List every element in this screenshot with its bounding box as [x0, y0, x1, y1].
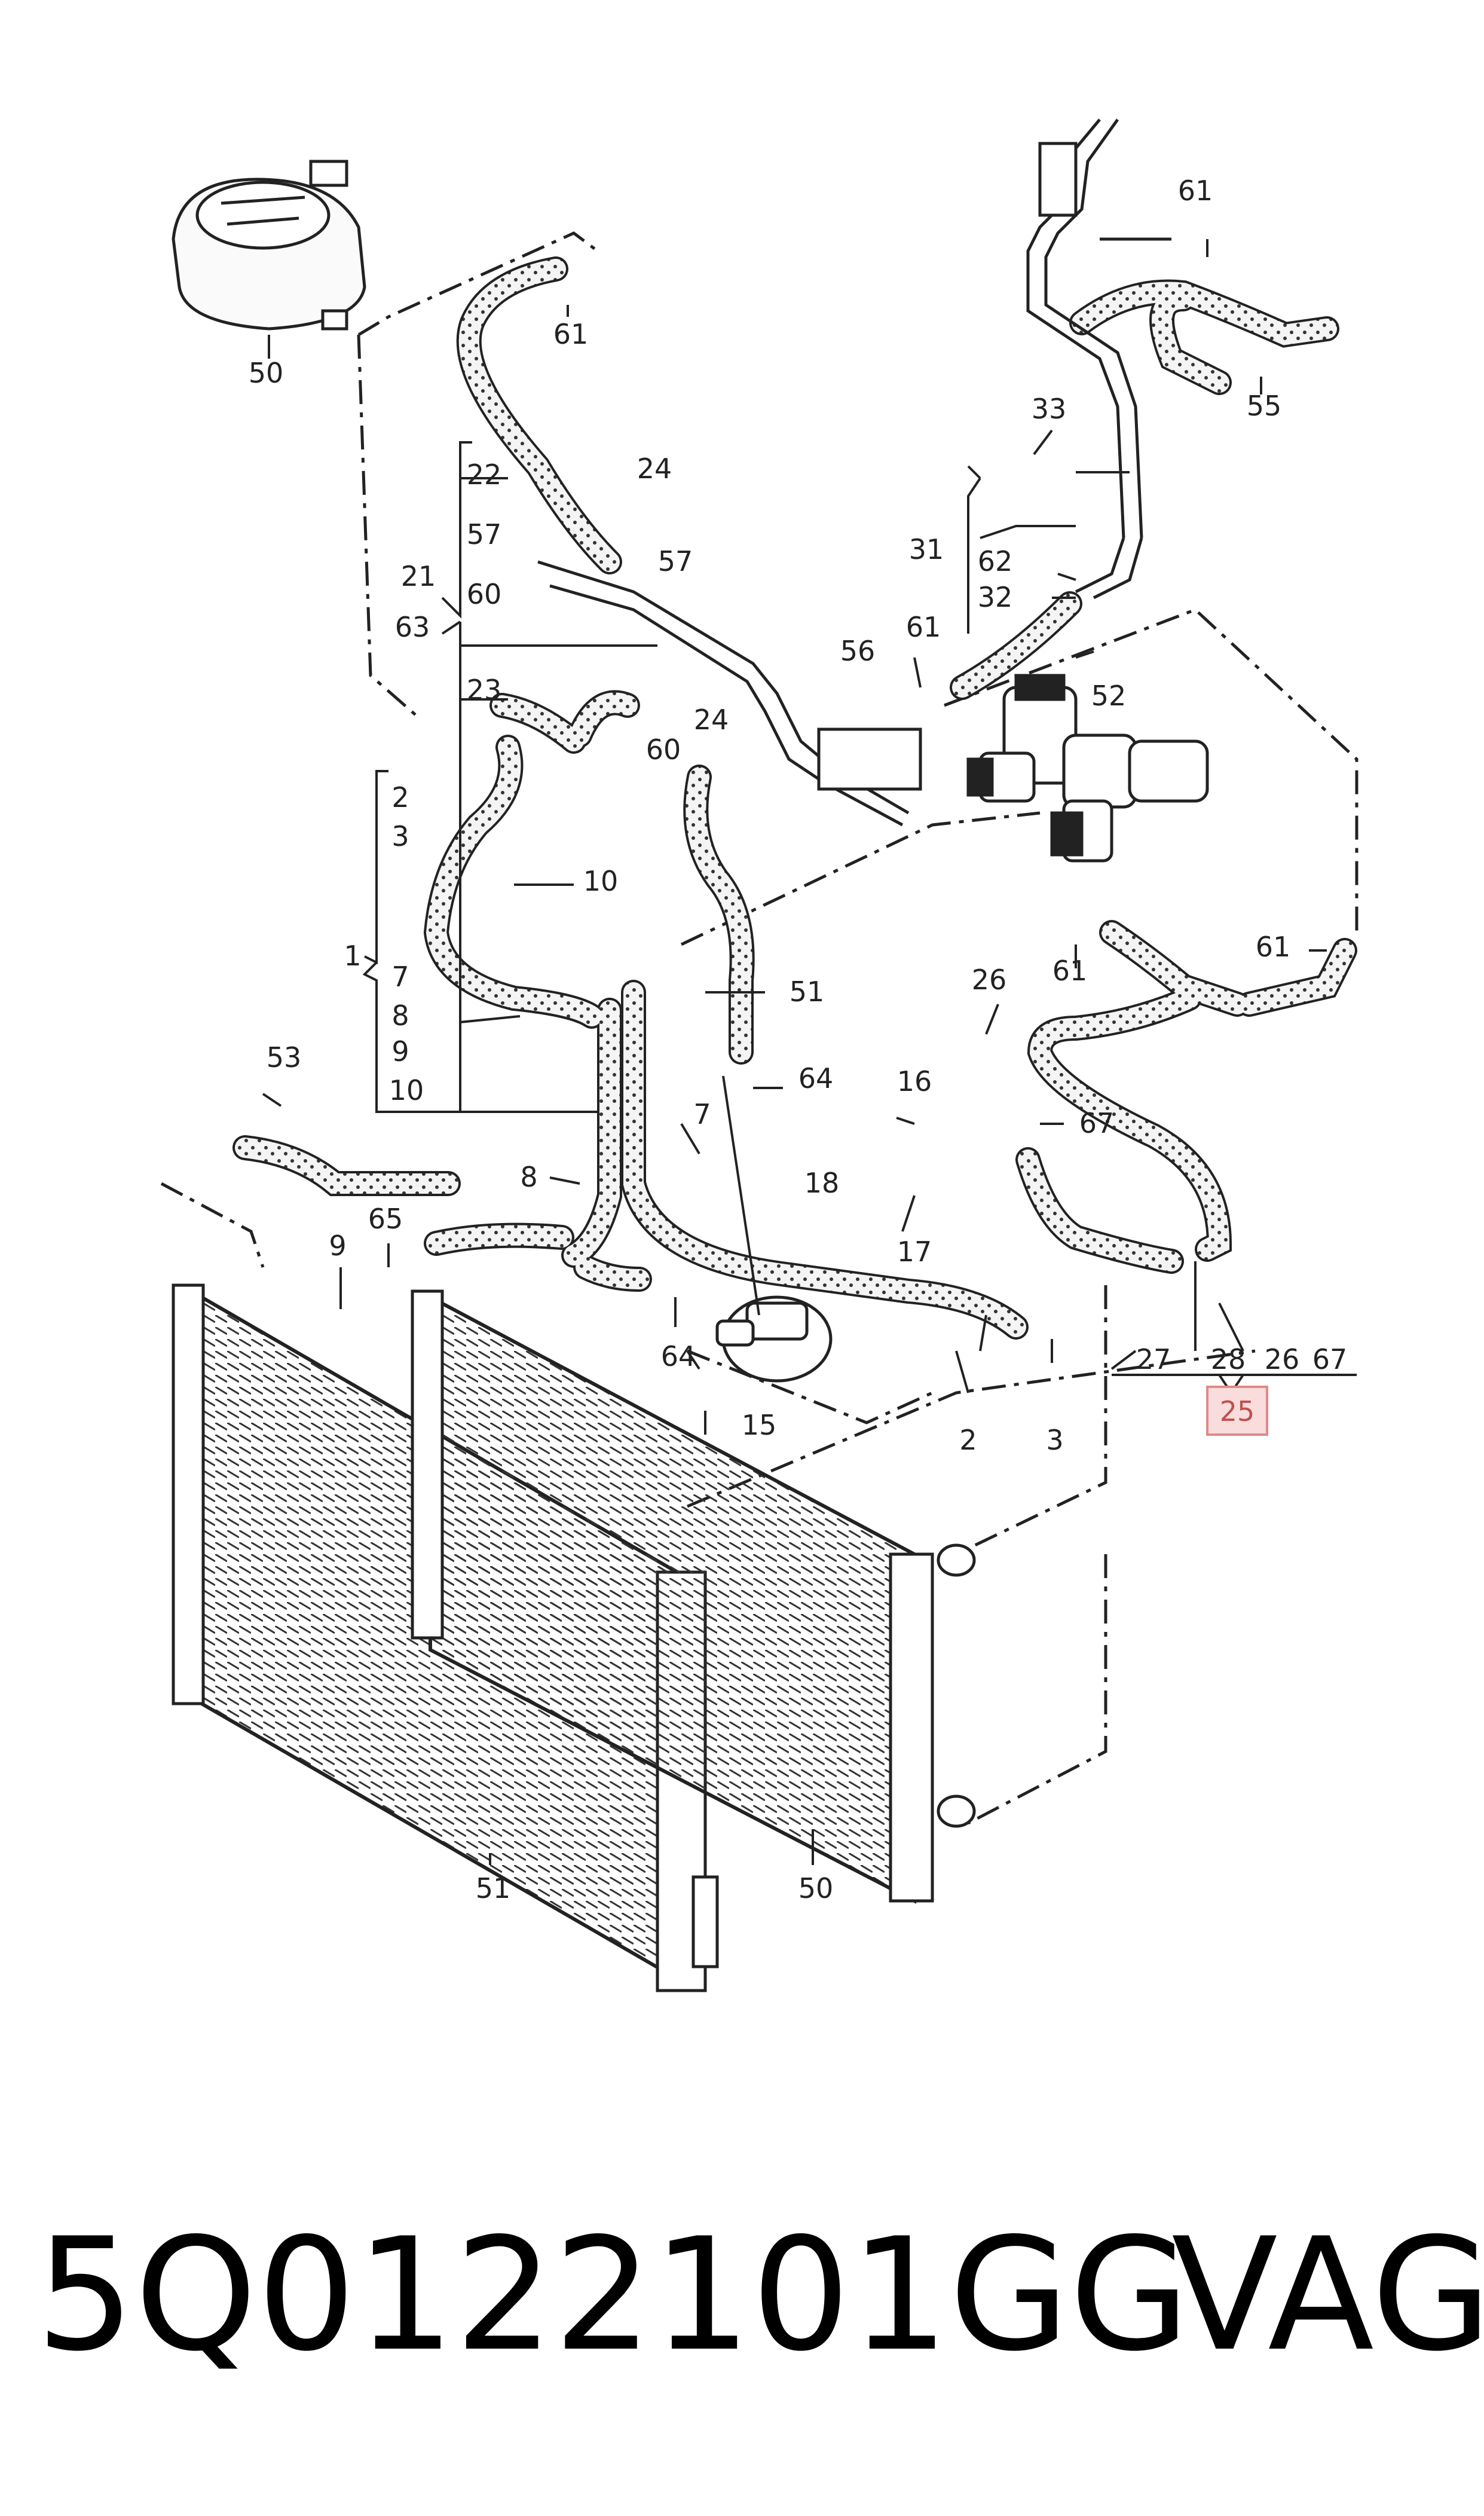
- callout-10-b: 10: [389, 1074, 424, 1106]
- callout-2-b: 2: [959, 1424, 977, 1456]
- callout-1: 1: [344, 940, 361, 972]
- callout-56: 55: [1247, 390, 1282, 422]
- callout-18: 18: [804, 1167, 840, 1199]
- callout-7-b: 7: [693, 1098, 711, 1130]
- expansion-tank: [172, 160, 366, 331]
- callout-16: 16: [897, 1065, 932, 1097]
- part-number: 5Q0122101GG: [36, 2205, 1190, 2386]
- callout-62-b: 61: [1052, 955, 1088, 987]
- callout-2-a: 2: [391, 781, 409, 814]
- callout-8-b: 8: [520, 1161, 537, 1193]
- highlight-box-25: [1206, 1386, 1268, 1436]
- callout-50: 50: [798, 1872, 834, 1904]
- callout-25: 25: [1220, 1395, 1255, 1427]
- callout-3-a: 3: [391, 820, 409, 852]
- radiator-rear: [411, 1289, 976, 1904]
- thermostat-housing: [966, 674, 1209, 863]
- callout-52: 50: [249, 357, 284, 389]
- callout-65-b: 64: [661, 1340, 696, 1372]
- callout-7-a: 7: [391, 961, 409, 993]
- callout-61: 60: [646, 733, 681, 766]
- callout-10-a: 10: [583, 865, 619, 897]
- callout-62-a: 61: [553, 318, 589, 350]
- callout-62-e: 61: [1178, 175, 1213, 207]
- callout-55: 53: [267, 1041, 302, 1074]
- callout-9-b: 9: [329, 1230, 346, 1262]
- callout-63: 62: [978, 545, 1013, 577]
- coolant-system-diagram: 50 61 22 24 57 21 63 23 60 24 2 3 10 1 7…: [160, 118, 1358, 1992]
- callout-61-b: 60: [467, 578, 502, 610]
- callout-9-a: 9: [391, 1035, 409, 1068]
- callout-labels: 50 61 22 24 57 21 63 23 60 24 2 3 10 1 7…: [249, 175, 1348, 1904]
- callout-22: 22: [467, 458, 502, 491]
- callout-54: 52: [1091, 680, 1127, 712]
- callout-51: 51: [476, 1872, 511, 1904]
- part-caption: 5Q0122101GG VAG: [36, 2205, 1484, 2386]
- callout-26-b: 26: [1265, 1343, 1300, 1375]
- callout-66: 65: [368, 1203, 403, 1235]
- callout-62-c: 61: [1256, 931, 1291, 963]
- callout-28: 28: [1211, 1343, 1246, 1375]
- callout-67-a: 67: [1079, 1107, 1115, 1139]
- callout-31: 31: [909, 533, 944, 565]
- callout-15: 15: [742, 1409, 777, 1441]
- callout-60: 57: [658, 545, 693, 577]
- callout-17: 17: [897, 1236, 932, 1268]
- callout-64: 63: [395, 611, 430, 643]
- auxiliary-water-pump: [715, 1295, 833, 1383]
- brand-name: VAG: [1171, 2205, 1484, 2386]
- callout-62-d: 61: [906, 611, 941, 643]
- callout-67-b: 67: [1312, 1343, 1348, 1375]
- callout-60-b: 57: [467, 518, 502, 551]
- callout-23: 23: [467, 674, 502, 706]
- callout-53: 51: [790, 976, 825, 1008]
- callout-8-a: 8: [391, 999, 409, 1032]
- callout-26-a: 26: [972, 964, 1007, 996]
- callout-24-a: 24: [637, 453, 672, 485]
- callout-65-a: 64: [798, 1062, 834, 1095]
- callout-21: 21: [401, 560, 436, 592]
- callout-27: 27: [1136, 1343, 1171, 1375]
- callout-57: 56: [840, 635, 876, 667]
- callout-32: 32: [978, 581, 1013, 613]
- callout-33: 33: [1032, 393, 1067, 425]
- callout-24-b: 24: [694, 704, 729, 736]
- callout-3-b: 3: [1046, 1424, 1063, 1456]
